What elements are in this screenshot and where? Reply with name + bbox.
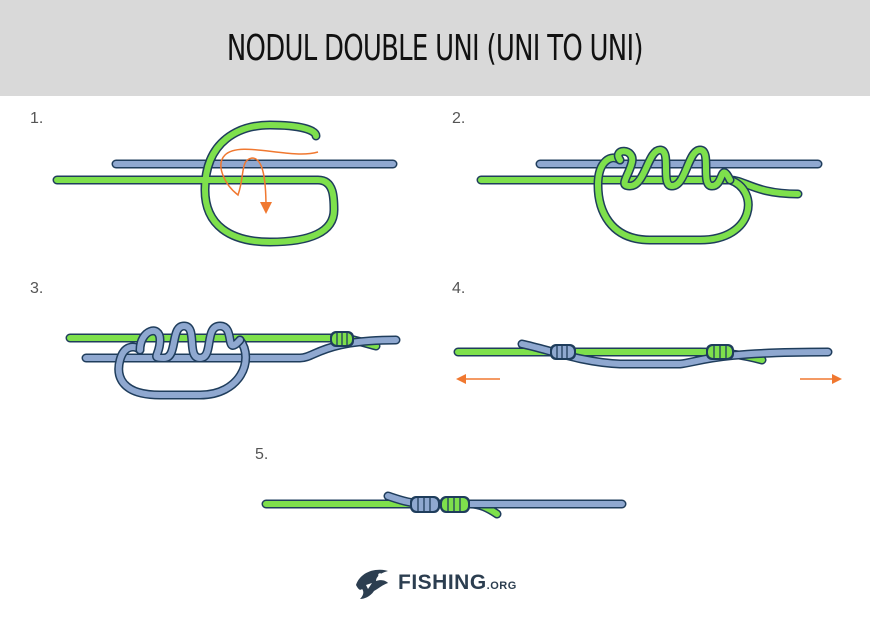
- step-3-green-knot: [330, 331, 354, 347]
- step-5-diagram: [261, 491, 627, 519]
- step-4-diagram: [453, 339, 842, 384]
- step-5-number: 5.: [255, 446, 269, 463]
- header-bar: NODUL DOUBLE UNI (UNI TO UNI): [0, 0, 870, 96]
- step-1-direction-arrow: [220, 148, 319, 214]
- logo-suffix: .ORG: [486, 580, 517, 592]
- step-1-number: 1.: [30, 110, 44, 127]
- page-title: NODUL DOUBLE UNI (UNI TO UNI): [227, 27, 644, 69]
- step-1-green-line: [52, 120, 339, 247]
- step-2-number: 2.: [452, 110, 466, 127]
- step-4-left-arrow: [456, 374, 500, 384]
- logo-name: FISHING.ORG: [398, 571, 517, 594]
- step-4-right-arrow: [800, 374, 842, 384]
- step-4-number: 4.: [452, 280, 466, 297]
- step-3-diagram: [65, 321, 401, 400]
- step-4-green-knot: [706, 344, 734, 360]
- step-2-diagram: [476, 145, 823, 245]
- step-1-diagram: [52, 120, 398, 247]
- fishing-org-logo[interactable]: FISHING.ORG: [352, 563, 517, 603]
- step-4-blue-knot: [550, 344, 576, 360]
- step-3-number: 3.: [30, 280, 44, 297]
- fish-logo-icon: [356, 569, 388, 599]
- step-5-joined-knot: [410, 496, 470, 513]
- step-2-wraps: [613, 145, 735, 191]
